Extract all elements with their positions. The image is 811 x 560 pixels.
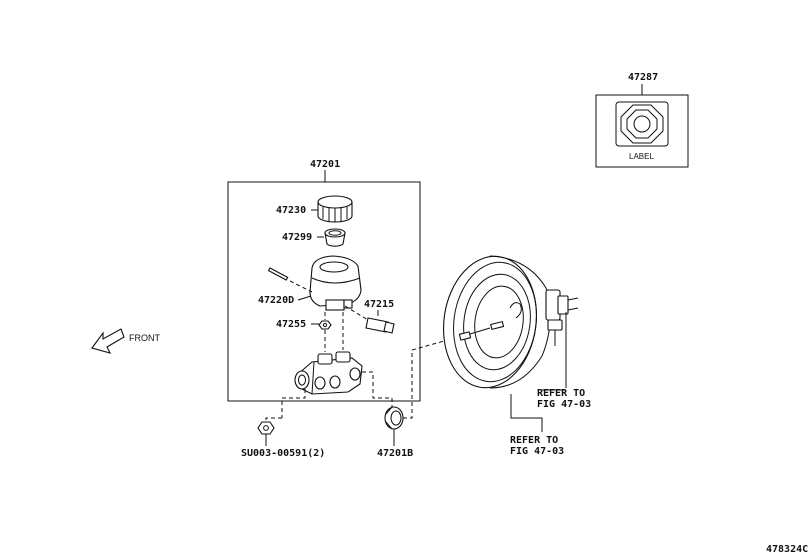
reservoir-strainer: [324, 228, 346, 247]
brake-booster: [442, 255, 579, 389]
part-number-47299[interactable]: 47299: [282, 232, 312, 243]
refer-to-fig-2-line1[interactable]: REFER TO: [510, 435, 558, 446]
nut-su003: [257, 421, 275, 435]
part-number-47255[interactable]: 47255: [276, 319, 306, 330]
part-number-47201[interactable]: 47201: [310, 159, 340, 170]
diagram-id: 478324C: [766, 544, 808, 555]
label-text: LABEL: [629, 152, 654, 161]
part-number-su003-00591[interactable]: SU003-00591(2): [241, 448, 325, 459]
part-number-47230[interactable]: 47230: [276, 205, 306, 216]
refer-to-fig-2-line2[interactable]: FIG 47-03: [510, 446, 564, 457]
label-part-group: 47287 LABEL: [595, 72, 689, 168]
front-label: FRONT: [129, 333, 160, 343]
reservoir-cap: [317, 195, 353, 223]
refer-to-fig-1-line2[interactable]: FIG 47-03: [537, 399, 591, 410]
part-number-47220D[interactable]: 47220D: [258, 295, 294, 306]
master-cylinder-assembly-group: 47201 47230 47299: [227, 159, 421, 418]
part-number-47215[interactable]: 47215: [364, 299, 394, 310]
assembly-box: [227, 181, 421, 402]
reservoir-tank: [309, 255, 362, 311]
part-number-47287[interactable]: 47287: [628, 72, 658, 83]
label-icon: [615, 101, 669, 147]
master-cylinder-body: [294, 351, 363, 395]
booster-seal-47201b: [384, 406, 404, 430]
part-number-47201b[interactable]: 47201B: [377, 448, 413, 459]
refer-to-fig-1-line1[interactable]: REFER TO: [537, 388, 585, 399]
level-sensor-plug: [365, 317, 395, 334]
grommet-nut: [318, 320, 332, 330]
front-arrow-icon: [91, 328, 125, 354]
label-box: [595, 94, 689, 168]
reservoir-pin: [267, 267, 289, 281]
